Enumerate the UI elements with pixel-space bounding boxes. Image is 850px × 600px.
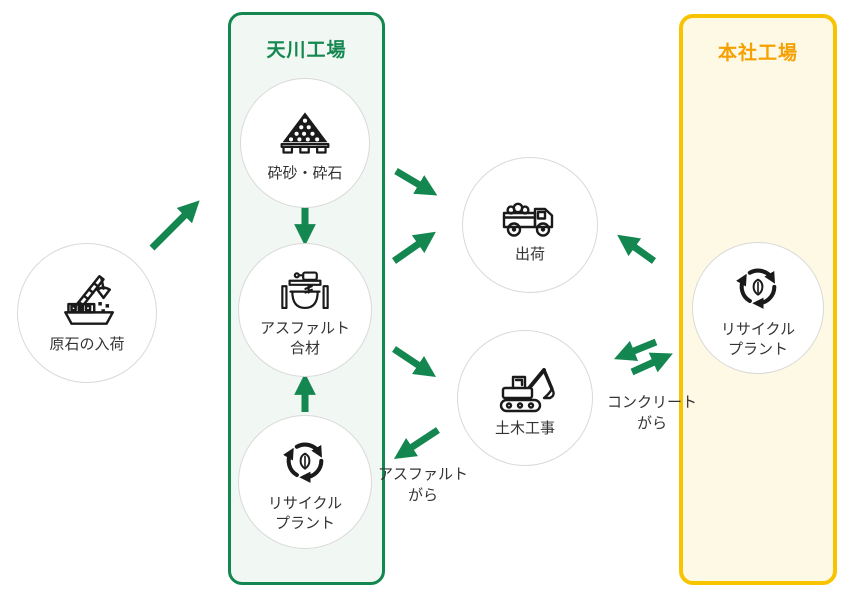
node-civil-works: 土木工事 <box>457 330 593 466</box>
excavator-icon <box>493 358 557 414</box>
node-recycle-amakawa: リサイクル プラント <box>238 415 372 549</box>
node-shipping-label: 出荷 <box>514 245 545 263</box>
label-concrete-debris: コンクリート がら <box>606 394 697 432</box>
node-crushed-stone: 砕砂・砕石 <box>240 78 370 208</box>
arrow-asphalt-to-civil <box>392 346 437 378</box>
node-asphalt-mix-label: アスファルト 合材 <box>259 320 350 357</box>
arrow-civil-to-recycle-amakawa <box>393 427 440 459</box>
node-crushed-stone-label: 砕砂・砕石 <box>267 164 343 182</box>
node-civil-works-label: 土木工事 <box>494 419 555 437</box>
node-raw-stone: 原石の入荷 <box>17 243 157 383</box>
node-recycle-honsha: リサイクル プラント <box>692 242 824 374</box>
recycle-icon <box>276 431 334 489</box>
node-recycle-honsha-label: リサイクル プラント <box>720 321 796 358</box>
arrow-rawstone-to-amakawa <box>149 200 200 251</box>
node-recycle-amakawa-label: リサイクル プラント <box>267 495 343 532</box>
arrow-asphalt-to-shipping <box>391 231 436 264</box>
node-asphalt-mix: アスファルト 合材 <box>238 243 372 377</box>
gravel-pile-icon <box>275 103 335 159</box>
node-raw-stone-label: 原石の入荷 <box>49 335 125 353</box>
arrow-crushed-to-shipping <box>394 167 438 196</box>
dump-truck-icon <box>498 186 562 240</box>
recycle-icon <box>729 257 787 315</box>
factory-amakawa-title: 天川工場 <box>266 40 347 61</box>
crane-ship-icon <box>54 272 120 330</box>
node-shipping: 出荷 <box>462 157 598 293</box>
factory-honsha-title: 本社工場 <box>717 43 798 64</box>
arrow-civil-to-recycle-honsha <box>630 352 673 376</box>
arrow-recycle-honsha-to-civil <box>613 338 658 361</box>
label-asphalt-debris: アスファルト がら <box>377 466 468 504</box>
arrow-recycle-honsha-to-shipping <box>617 234 657 264</box>
asphalt-mixer-icon <box>276 262 334 314</box>
